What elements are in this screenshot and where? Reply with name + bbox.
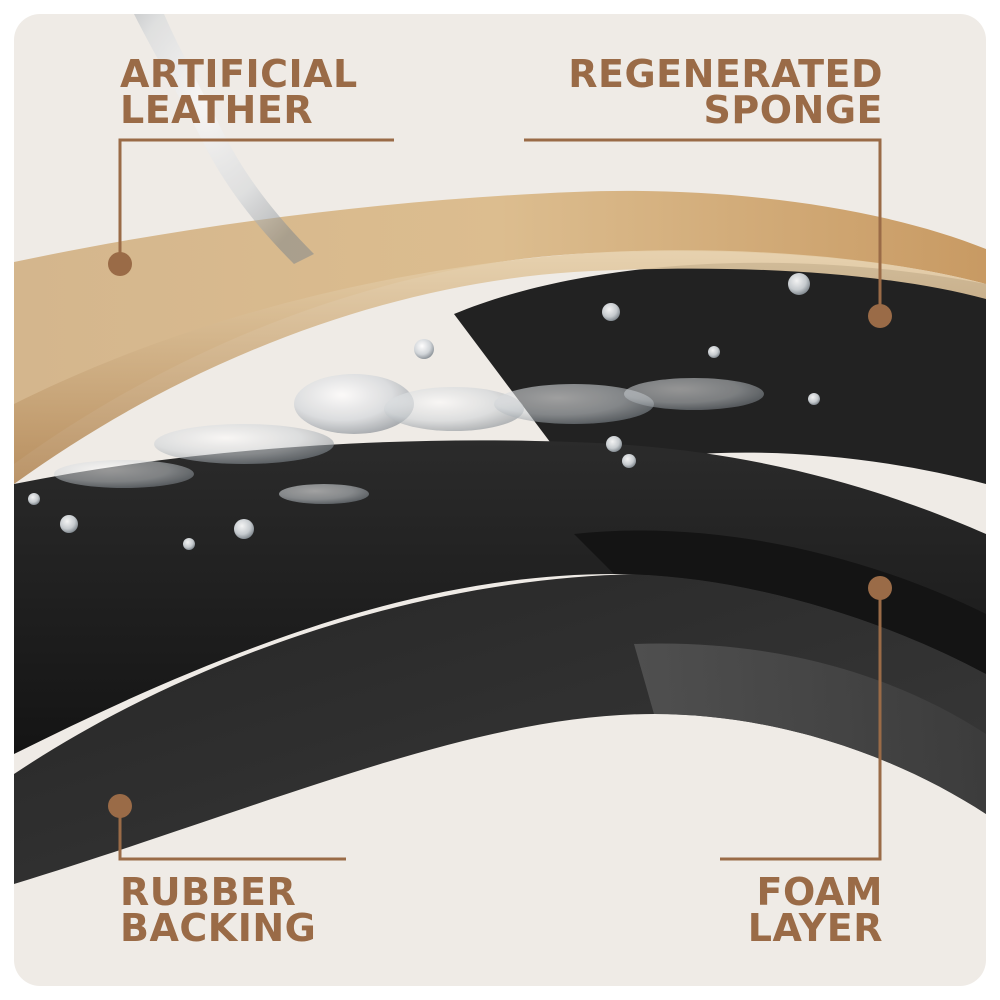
layer-illustration xyxy=(14,14,986,884)
artificial-leather-label-line2: LEATHER xyxy=(120,88,314,132)
regenerated-sponge-label-line1: REGENERATED xyxy=(568,52,883,96)
artificial-leather-layer xyxy=(14,190,986,464)
foam-layer-label-line2: LAYER xyxy=(747,906,883,950)
foam-layer xyxy=(14,440,986,754)
artificial-leather-label-line1: ARTIFICIAL xyxy=(120,52,358,96)
regenerated-sponge-label-line2: SPONGE xyxy=(703,88,883,132)
regenerated-sponge-layer xyxy=(454,262,986,484)
regenerated-sponge-label: REGENERATED SPONGE xyxy=(568,52,883,132)
product-illustration-card: ARTIFICIAL LEATHER REGENERATED SPONGE RU… xyxy=(14,14,986,986)
callout-leaders xyxy=(108,138,892,861)
rubber-backing-label-line2: BACKING xyxy=(120,906,317,950)
rubber-backing-label: RUBBER BACKING xyxy=(120,870,317,950)
artificial-leather-label: ARTIFICIAL LEATHER xyxy=(120,52,358,132)
foam-layer-label: FOAM LAYER xyxy=(747,870,883,950)
rubber-backing-label-line1: RUBBER xyxy=(120,870,297,914)
foam-layer-label-line1: FOAM xyxy=(756,870,883,914)
